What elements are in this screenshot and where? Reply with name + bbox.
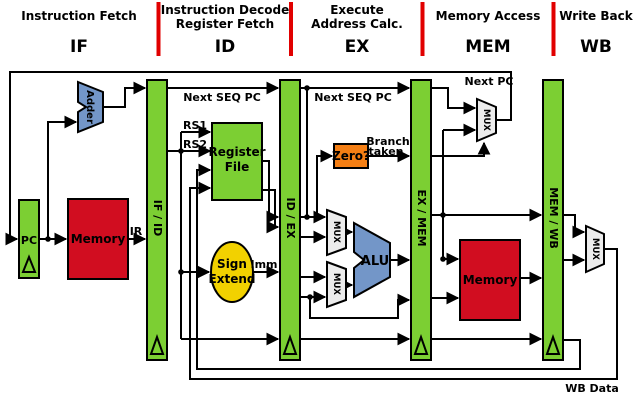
label-rs2: RS2	[183, 138, 207, 151]
clock-chevron-pc	[21, 254, 37, 273]
sign-extend-label-1: Sign	[217, 257, 247, 271]
label-branch-line2: taken	[369, 145, 404, 158]
mux-write-back	[585, 224, 605, 274]
mux-alu-input1-label: MUX	[331, 221, 341, 243]
stage-name-id-line2: Register Fetch	[176, 17, 274, 31]
wire-adder-to-ifid	[103, 81, 147, 108]
stage-abbr-if: IF	[70, 37, 88, 57]
reg-mem-wb	[542, 79, 564, 361]
stage-abbr-wb: WB	[580, 37, 612, 57]
mux-next-pc	[476, 97, 497, 143]
data-memory-label: Memory	[463, 273, 518, 287]
pc-register	[18, 199, 40, 279]
blocks: PC Adder Memory Register File Sign Exten…	[18, 80, 605, 321]
stage-name-ex-line1: Execute	[330, 3, 384, 17]
wire-select-memmux	[431, 141, 491, 157]
junction-b-value	[307, 294, 313, 300]
reg-label-mem-wb: MEM / WB	[547, 187, 560, 249]
reg-label-ex-mem: EX / MEM	[415, 189, 428, 246]
register-file-label-2: File	[225, 160, 250, 174]
clock-chevron-exmem	[413, 333, 429, 355]
junction-ir-rs2	[178, 148, 184, 154]
sign-extend-label-2: Extend	[209, 272, 256, 286]
clock-chevron-ifid	[149, 333, 165, 355]
register-file-label-1: Register	[208, 145, 265, 159]
junction-alu-result	[440, 212, 446, 218]
label-wb-data: WB Data	[565, 382, 619, 395]
label-imm: Imm	[250, 258, 277, 271]
zero-unit	[333, 143, 369, 169]
junction-zero-tap	[314, 214, 320, 220]
reg-label-id-ex: ID / EX	[284, 198, 297, 239]
stage-name-if: Instruction Fetch	[21, 9, 137, 23]
reg-label-if-id: IF / ID	[151, 200, 164, 237]
label-next-pc: Next PC	[465, 75, 514, 88]
wires	[5, 71, 618, 380]
wire-npc-to-memmux	[431, 87, 477, 115]
mux-alu-input2	[326, 260, 347, 309]
label-ir: IR	[130, 225, 143, 238]
pc-label: PC	[21, 234, 37, 247]
stage-abbr-mem: MEM	[465, 37, 510, 57]
stage-name-ex-line2: Address Calc.	[311, 17, 403, 31]
label-next-seq-pc-1: Next SEQ PC	[183, 91, 261, 104]
mux-alu-input1	[326, 208, 347, 257]
zero-unit-label: Zero?	[332, 149, 370, 163]
instruction-memory-label: Memory	[71, 232, 126, 246]
adder-label: Adder	[84, 90, 95, 124]
mux-next-pc-label: MUX	[481, 109, 491, 131]
wire-wb-data-loop	[189, 181, 618, 380]
clock-chevron-memwb	[545, 333, 561, 355]
reg-id-ex	[279, 79, 301, 361]
junction-mux1-npc	[304, 214, 310, 220]
wire-to-wbmux-top	[563, 214, 586, 239]
clock-chevron-idex	[282, 333, 298, 355]
mux-alu-input2-label: MUX	[331, 273, 341, 295]
junction-dots	[45, 85, 446, 300]
wire-labels: Next SEQ PC Next SEQ PC Next PC IR RS1 R…	[130, 75, 619, 395]
alu	[353, 221, 391, 299]
stage-name-wb: Write Back	[559, 9, 633, 23]
junction-ir-imm	[178, 269, 184, 275]
reg-ex-mem	[410, 79, 432, 361]
junction-dmem-addr	[440, 256, 446, 262]
reg-if-id	[146, 79, 168, 361]
sign-extend	[210, 241, 254, 303]
wire-rf-b	[262, 189, 280, 234]
wire-dest-reg-loop	[196, 163, 581, 370]
pipeline-registers: IF / ID ID / EX EX / MEM MEM / WB	[146, 79, 564, 361]
data-memory	[459, 239, 521, 321]
stage-name-mem: Memory Access	[436, 9, 541, 23]
stage-abbr-id: ID	[215, 37, 235, 57]
junction-pc-out	[45, 236, 51, 242]
wire-next-pc-loop	[5, 71, 512, 246]
label-next-seq-pc-2: Next SEQ PC	[314, 91, 392, 104]
adder	[77, 80, 104, 134]
alu-label: ALU	[361, 254, 389, 269]
junction-npc	[304, 85, 310, 91]
stage-header: Instruction Fetch IF Instruction Decode …	[21, 2, 634, 57]
instruction-memory	[67, 198, 129, 280]
wire-pc-to-adder	[47, 115, 78, 239]
stage-name-id-line1: Instruction Decode	[161, 3, 289, 17]
register-file	[211, 122, 263, 201]
label-branch-line1: Branch	[366, 135, 409, 148]
wire-to-zero	[316, 149, 334, 217]
mux-write-back-label: MUX	[590, 238, 600, 260]
label-rs1: RS1	[183, 119, 207, 132]
stage-abbr-ex: EX	[345, 37, 370, 57]
wire-b-around	[309, 293, 411, 319]
